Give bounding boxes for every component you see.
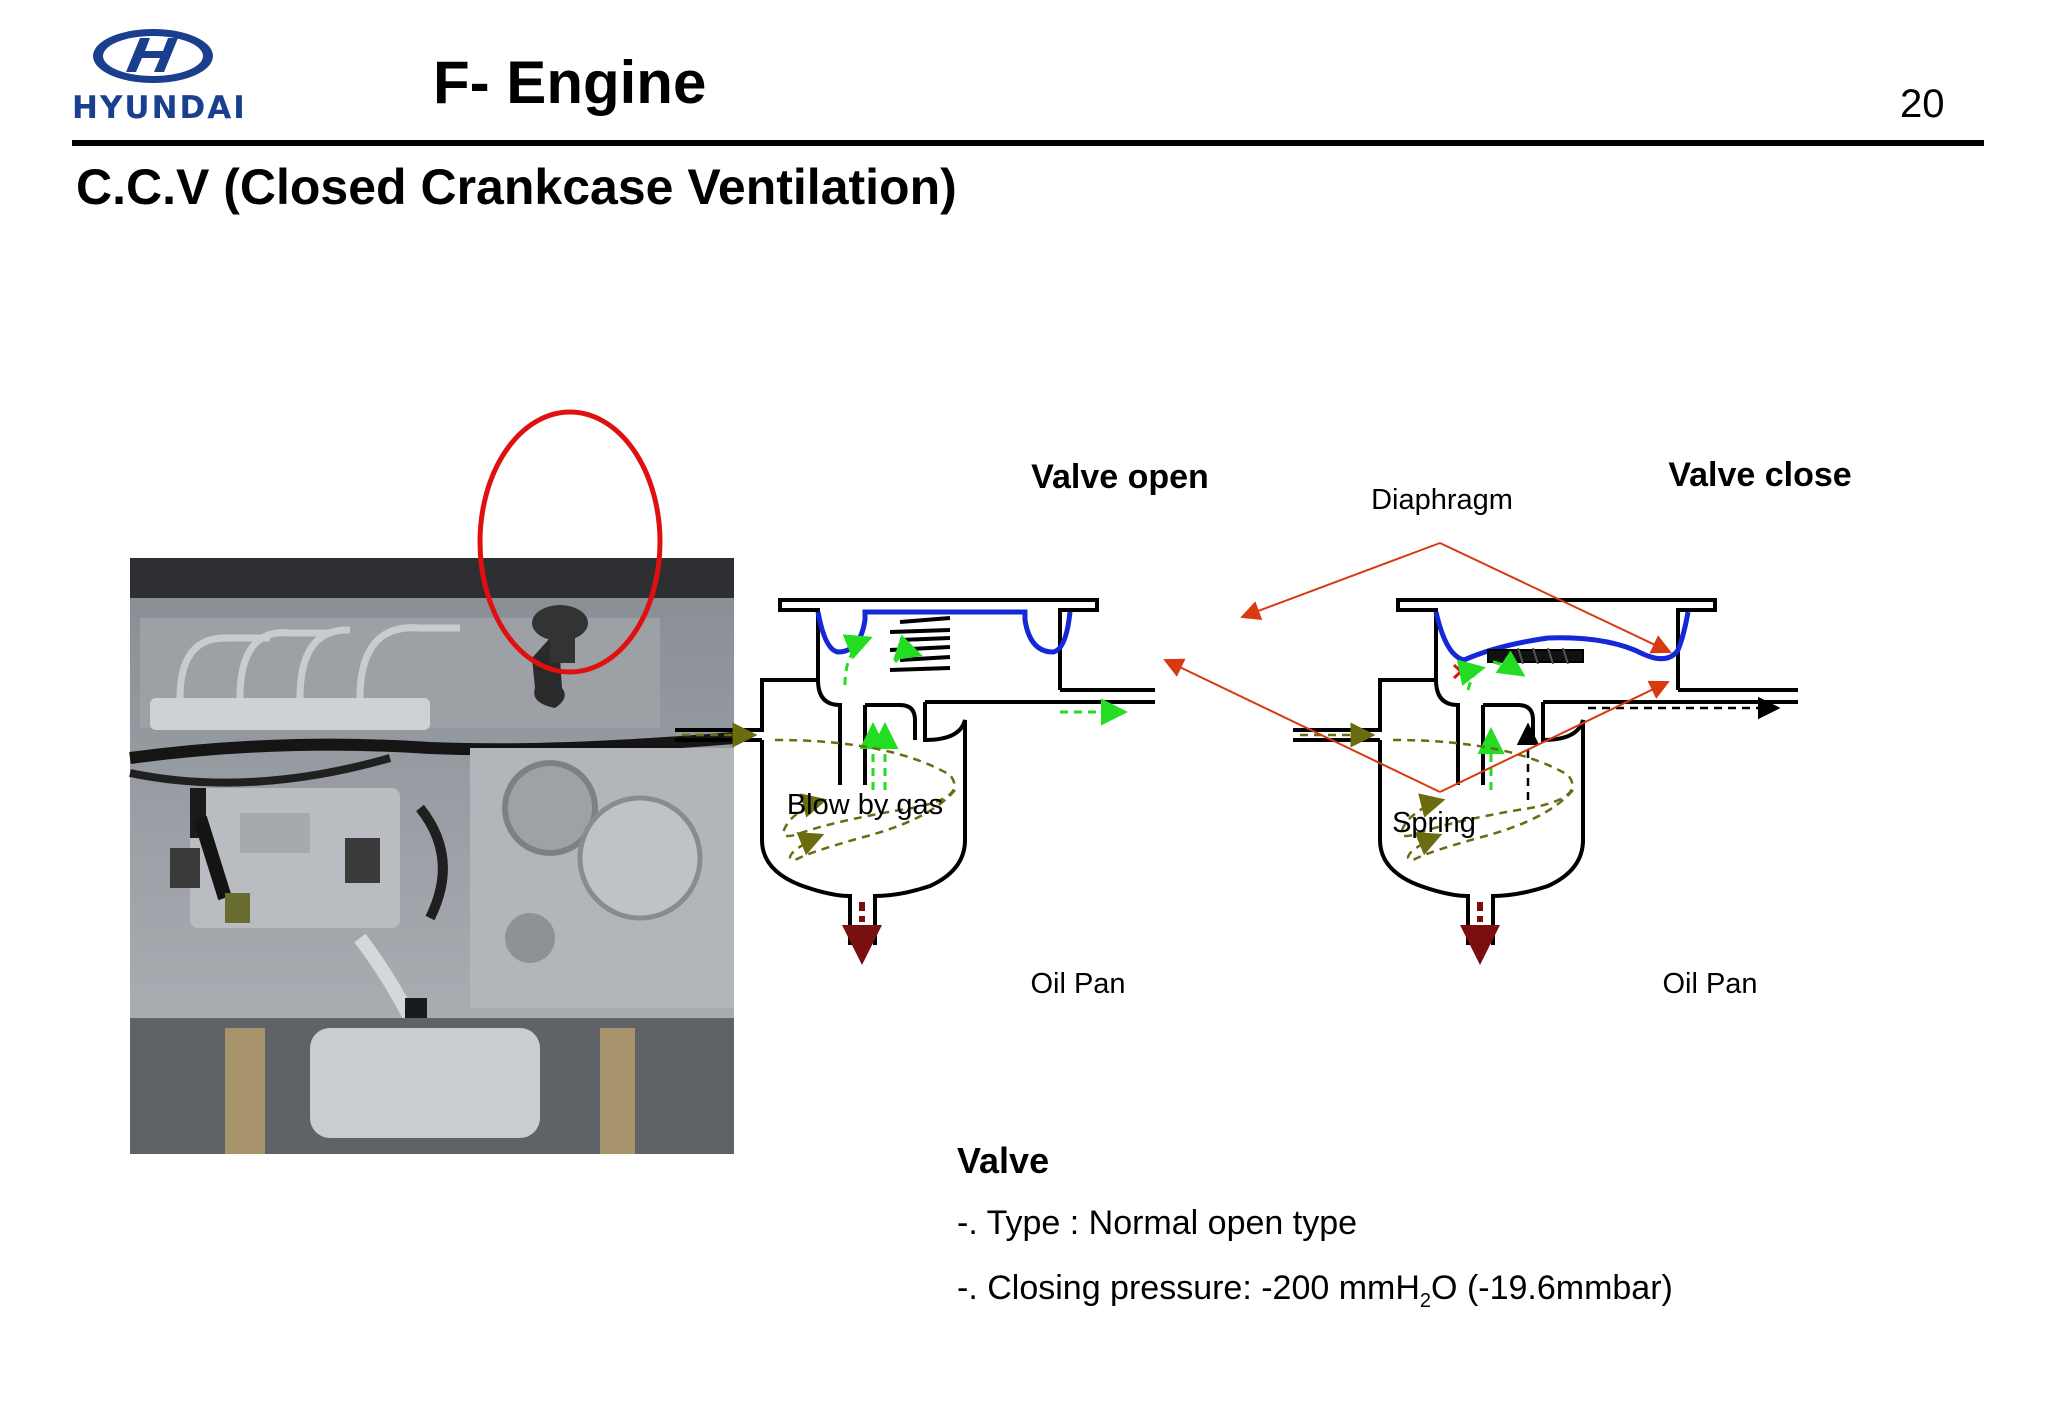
valve-info: Valve -. Type : Normal open type -. Clos… [957, 1140, 1857, 1339]
ccv-valve-diagram: Valve open Valve close Diaphragm Spring … [675, 456, 1852, 1000]
ccv-highlight-circle [477, 409, 663, 675]
valve-open-spring [889, 616, 951, 672]
blow-by-gas-label: Blow by gas [787, 789, 943, 821]
valve-close-spring [1487, 647, 1584, 665]
engine-photo [129, 409, 735, 1154]
valve-close-body [1293, 598, 1798, 945]
valve-open-label: Valve open [1031, 458, 1209, 496]
section-subtitle: C.C.V (Closed Crankcase Ventilation) [76, 159, 957, 215]
page-title: F- Engine [433, 49, 707, 116]
diaphragm-label: Diaphragm [1371, 484, 1513, 516]
valve-info-heading: Valve [957, 1140, 1050, 1181]
page-number: 20 [1900, 82, 1945, 126]
leader-lines [1163, 542, 1672, 793]
valve-open-diaphragm [815, 609, 1073, 655]
brand-wordmark: HYUNDAI [72, 90, 247, 126]
closing-pressure-suffix: O (-19.6mmbar) [1431, 1269, 1673, 1307]
closing-pressure-line: -. Closing pressure: -200 mmH2O (-19.6mm… [957, 1269, 1857, 1313]
valve-type-line: -. Type : Normal open type [957, 1204, 1358, 1242]
oil-pan-left-label: Oil Pan [1030, 968, 1125, 1000]
valve-open-body [675, 598, 1155, 945]
oil-pan-right-label: Oil Pan [1662, 968, 1757, 1000]
blocked-x-icon [1452, 663, 1470, 680]
spring-label: Spring [1392, 807, 1476, 839]
valve-close-label: Valve close [1668, 456, 1851, 494]
hyundai-logo-icon [93, 29, 213, 83]
header-divider [72, 140, 1984, 146]
closing-pressure-prefix: -. Closing pressure: -200 mmH [957, 1269, 1420, 1307]
closing-pressure-subscript: 2 [1419, 1289, 1432, 1312]
